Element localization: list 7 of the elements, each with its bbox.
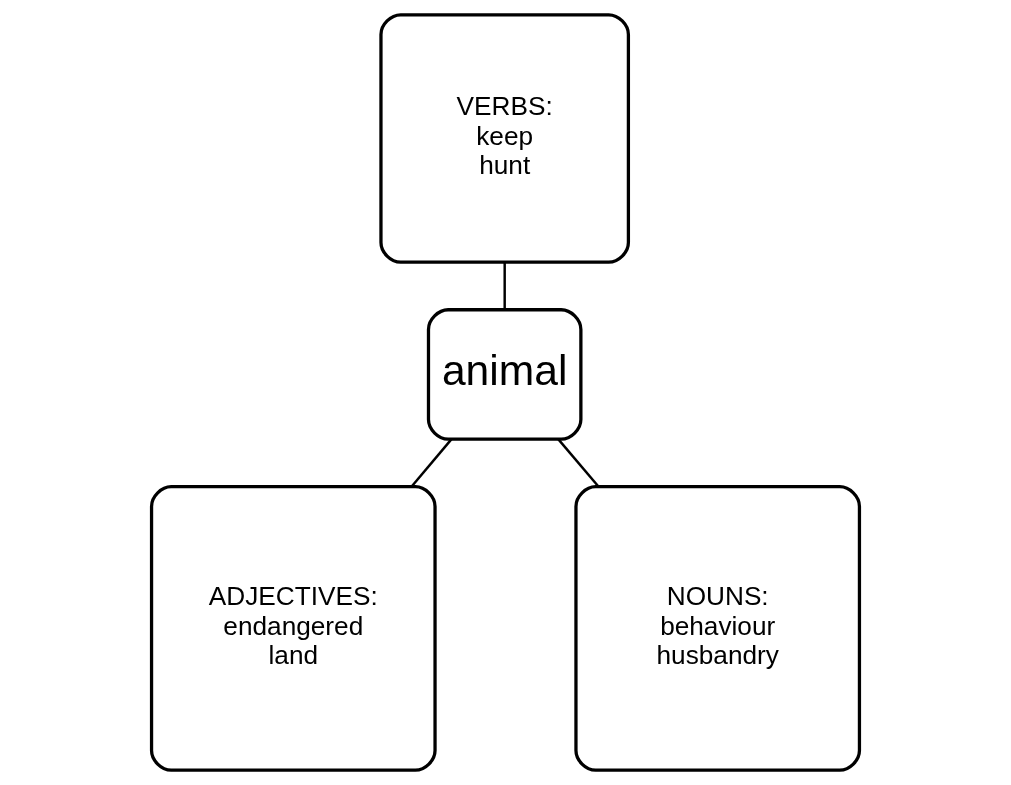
node-box: animal (426, 308, 583, 441)
connector (503, 262, 506, 310)
connector (410, 438, 453, 488)
node-box: NOUNS: behaviour husbandry (574, 485, 862, 772)
connector (557, 438, 600, 488)
node-box: ADJECTIVES: endangered land (149, 485, 437, 772)
node-box: VERBS: keep hunt (379, 13, 631, 264)
